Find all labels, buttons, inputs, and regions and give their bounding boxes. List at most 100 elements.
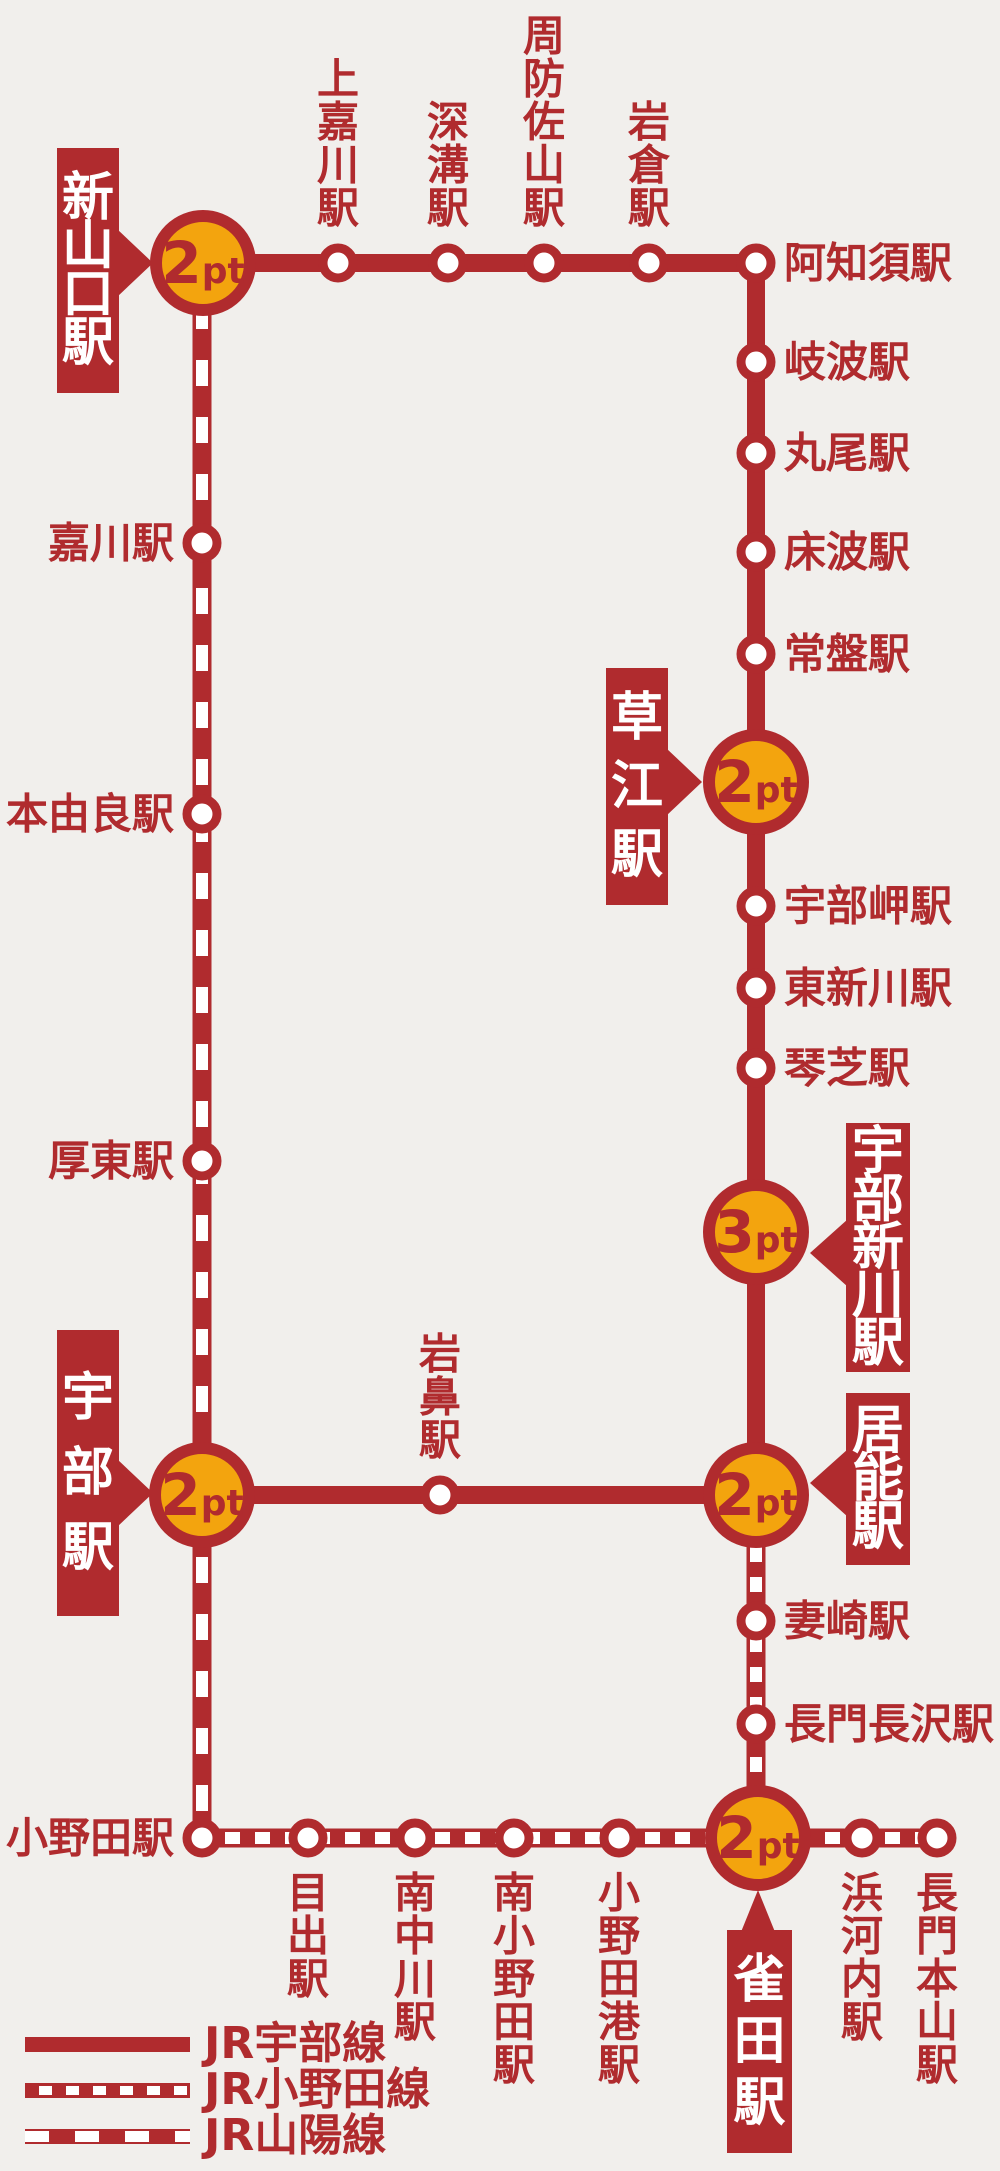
station-dot	[395, 1818, 435, 1858]
station-label-text: 周防佐山駅	[522, 12, 565, 233]
station-label-text: 岐波駅	[784, 338, 910, 387]
transfer-point-badge-icon	[703, 729, 809, 835]
legend: JR宇部線 JR小野田線 JR山陽線	[25, 2021, 585, 2159]
station-dot	[288, 1818, 328, 1858]
transfer-points-value: 3pt	[714, 1198, 797, 1266]
station: 阿知須駅	[736, 239, 952, 288]
station-dot	[736, 1601, 776, 1641]
station-dot	[524, 243, 564, 283]
station-dot	[318, 243, 358, 283]
station: 嘉川駅	[48, 519, 222, 568]
station-dot	[428, 243, 468, 283]
station-dot	[736, 433, 776, 473]
callout-arrow-icon	[666, 748, 702, 816]
interchange-station: 新山口駅 2pt	[57, 148, 256, 393]
transfer-points-value: 2pt	[161, 229, 244, 297]
station-dot	[182, 794, 222, 834]
station-dot	[599, 1818, 639, 1858]
onoda-line-sample-icon	[25, 2082, 190, 2098]
station-name-box	[57, 148, 119, 393]
station-dot	[736, 1048, 776, 1088]
station-dot	[842, 1818, 882, 1858]
station-label-text: 草江駅	[611, 688, 663, 885]
station-label-text: 小野田駅	[6, 1814, 174, 1863]
station: 小野田港駅	[598, 1818, 641, 2090]
station: 厚東駅	[48, 1137, 222, 1186]
callout-arrow-icon	[810, 1449, 848, 1517]
station-name-box	[727, 1930, 792, 2153]
transfer-points-value: 2pt	[714, 748, 797, 816]
station-label-text: 東新川駅	[784, 964, 952, 1013]
station-label-text: 雀田駅	[733, 1950, 785, 2133]
transfer-point-badge-icon	[703, 1179, 809, 1285]
station-label-text: 宇部新川駅	[852, 1122, 904, 1374]
legend-row-onoda-line: JR小野田線	[25, 2067, 585, 2113]
station-label-text: 南中川駅	[394, 1869, 436, 2047]
station-dot	[736, 243, 776, 283]
station-label-text: 嘉川駅	[48, 519, 174, 568]
station: 長門長沢駅	[736, 1700, 994, 1749]
station-dot	[736, 342, 776, 382]
station-dot	[420, 1475, 460, 1515]
station-label-text: 居能駅	[852, 1401, 904, 1557]
station: 岐波駅	[736, 338, 910, 387]
station: 丸尾駅	[736, 429, 910, 478]
legend-row-ube-line: JR宇部線	[25, 2021, 585, 2067]
station-dot	[736, 532, 776, 572]
station-dot	[736, 968, 776, 1008]
legend-label-onoda-line: JR小野田線	[204, 2064, 431, 2115]
station-dot	[736, 886, 776, 926]
station-label-text: 新山口駅	[62, 168, 114, 373]
station-name-box	[606, 668, 668, 905]
station: 小野田駅	[6, 1814, 222, 1863]
sanyo-line-sample-icon	[25, 2128, 190, 2144]
station: 南中川駅	[394, 1818, 436, 2047]
station-label-text: 妻崎駅	[784, 1597, 910, 1646]
transfer-point-badge-icon	[149, 1442, 255, 1548]
station-label-text: 丸尾駅	[783, 429, 910, 478]
station-dot	[736, 634, 776, 674]
transfer-point-badge-icon	[705, 1785, 811, 1891]
station-label-text: 宇部駅	[62, 1368, 114, 1578]
interchange-station: 草江駅 2pt	[606, 668, 809, 905]
interchange-station: 宇部駅 2pt	[57, 1330, 255, 1616]
station: 妻崎駅	[736, 1597, 910, 1646]
station-label-text: 上嘉川駅	[317, 55, 359, 233]
station-label-text: 長門長沢駅	[784, 1700, 994, 1749]
transfer-points-value: 2pt	[160, 1461, 243, 1529]
station-label-text: 目出駅	[287, 1869, 329, 2004]
station: 岩倉駅	[627, 98, 671, 283]
station-dot	[917, 1818, 957, 1858]
station-name-box	[846, 1123, 910, 1372]
station-label-text: 常盤駅	[784, 630, 910, 679]
interchange-station: 宇部新川駅 3pt	[703, 1122, 910, 1374]
station: 長門本山駅	[916, 1818, 959, 2090]
station: 岩鼻駅	[419, 1330, 461, 1515]
station-dot	[494, 1818, 534, 1858]
transfer-point-badge-icon	[703, 1442, 809, 1548]
rail-line-ube-main	[203, 254, 765, 1495]
station-label-text: 厚東駅	[48, 1137, 174, 1186]
legend-label-ube-line: JR宇部線	[204, 2018, 387, 2069]
station-dot	[736, 1704, 776, 1744]
ube-line-sample-icon	[25, 2036, 190, 2052]
station-label-text: 長門本山駅	[916, 1869, 959, 2090]
legend-row-sanyo-line: JR山陽線	[25, 2113, 585, 2159]
station-label-text: 小野田港駅	[598, 1869, 641, 2090]
station: 本由良駅	[6, 790, 222, 839]
callout-arrow-icon	[810, 1219, 848, 1287]
station: 常盤駅	[736, 630, 910, 679]
station: 宇部岬駅	[736, 882, 952, 931]
legend-label-sanyo-line: JR山陽線	[204, 2110, 387, 2161]
station-dot	[182, 523, 222, 563]
station: 床波駅	[736, 528, 910, 577]
station-label-text: 本由良駅	[6, 790, 174, 839]
station: 琴芝駅	[736, 1044, 910, 1093]
station-dot	[182, 1141, 222, 1181]
station-label-text: 浜河内駅	[841, 1869, 883, 2047]
station: 深溝駅	[427, 98, 469, 283]
station-name-box	[846, 1393, 910, 1565]
